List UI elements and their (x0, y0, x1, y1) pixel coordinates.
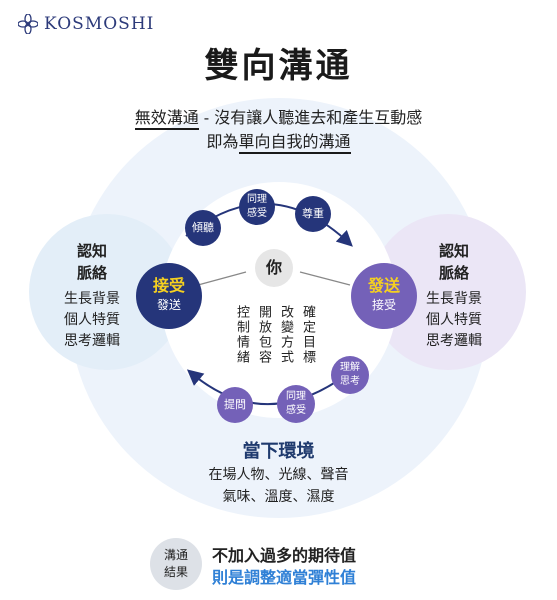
brand-logo: KOSMOSHI (18, 14, 154, 34)
left-circle-title: 認知 脈絡 (57, 240, 127, 284)
empathy-top-l2: 感受 (247, 208, 267, 219)
receiver-label: 接受 發送 (136, 276, 202, 314)
environment-line-2: 氣味、溫度、濕度 (222, 489, 335, 505)
left-title-line1: 認知 (76, 242, 107, 260)
sender-sub: 接受 (371, 298, 396, 312)
environment-line-1: 在場人物、光線、聲音 (208, 467, 349, 483)
node-listen (185, 210, 221, 246)
you-label: 你 (265, 258, 282, 277)
list-item: 個人特質 (64, 312, 120, 328)
intro-line-1: 無效溝通 - 沒有讓人聽進去和產生互動感 (0, 104, 557, 130)
understand-label: 理解 思考 (331, 361, 369, 389)
intro-line2-highlight: 單向自我的溝通 (238, 132, 351, 154)
list-item: 思考邏輯 (64, 333, 120, 349)
center-column-emotion: 控制情緒 (234, 305, 249, 365)
right-circle-list: 生長背景 個人特質 思考邏輯 (414, 289, 494, 352)
flower-icon (18, 14, 38, 34)
ask-label: 提問 (224, 398, 246, 411)
list-item: 生長背景 (426, 291, 482, 307)
node-ask (217, 387, 253, 423)
node-empathy-bottom (277, 385, 315, 423)
you-node (255, 249, 293, 287)
right-title-line2: 脈絡 (438, 264, 469, 282)
intro-line2-prefix: 即為 (206, 132, 239, 151)
list-item: 生長背景 (64, 291, 120, 307)
understand-l2: 思考 (340, 376, 360, 387)
list-item: 個人特質 (426, 312, 482, 328)
left-context-circle (29, 214, 185, 370)
right-context-circle (370, 214, 526, 370)
connector-left (197, 271, 247, 286)
receiver-node (136, 263, 202, 329)
page-title: 雙向溝通 (204, 46, 353, 86)
left-title-line2: 脈絡 (76, 264, 107, 282)
right-title-line1: 認知 (438, 242, 469, 260)
result-line-1: 不加入過多的期待值 (212, 546, 357, 565)
badge-line2: 結果 (163, 565, 188, 579)
empathy-bottom-l1: 同理 (286, 391, 306, 402)
center-column-method: 改變方式 (278, 305, 293, 365)
result-badge: 溝通 結果 (150, 538, 202, 590)
connector-right (299, 271, 351, 286)
node-respect (295, 196, 331, 232)
node-empathy-top (239, 189, 275, 225)
receiver-sub: 發送 (156, 298, 181, 312)
sender-main: 發送 (367, 276, 400, 295)
receiver-main: 接受 (152, 276, 185, 295)
center-column-goals: 確定目標 (300, 305, 315, 365)
respect-label: 尊重 (302, 207, 324, 220)
environment-title: 當下環境 (242, 441, 315, 462)
right-circle-title: 認知 脈絡 (419, 240, 489, 284)
intro-rest: - 沒有讓人聽進去和產生互動感 (198, 108, 423, 127)
left-circle-list: 生長背景 個人特質 思考邏輯 (52, 289, 132, 352)
node-understand (331, 356, 369, 394)
intro-highlight: 無效溝通 (134, 108, 199, 130)
empathy-bottom-l2: 感受 (286, 405, 306, 416)
empathy-top-l1: 同理 (247, 194, 267, 205)
empathy-top-label: 同理 感受 (239, 193, 275, 221)
badge-line1: 溝通 (163, 548, 188, 562)
brand-name: KOSMOSHI (44, 14, 155, 34)
list-item: 思考邏輯 (426, 333, 482, 349)
listen-label: 傾聽 (192, 221, 214, 234)
sender-label: 發送 接受 (351, 276, 417, 314)
empathy-bottom-label: 同理 感受 (277, 390, 315, 418)
result-line-2: 則是調整適當彈性值 (212, 568, 357, 587)
center-column-openness: 開放包容 (256, 305, 271, 365)
understand-l1: 理解 (340, 362, 360, 373)
sender-node (351, 263, 417, 329)
intro-line-2: 即為單向自我的溝通 (0, 128, 557, 154)
